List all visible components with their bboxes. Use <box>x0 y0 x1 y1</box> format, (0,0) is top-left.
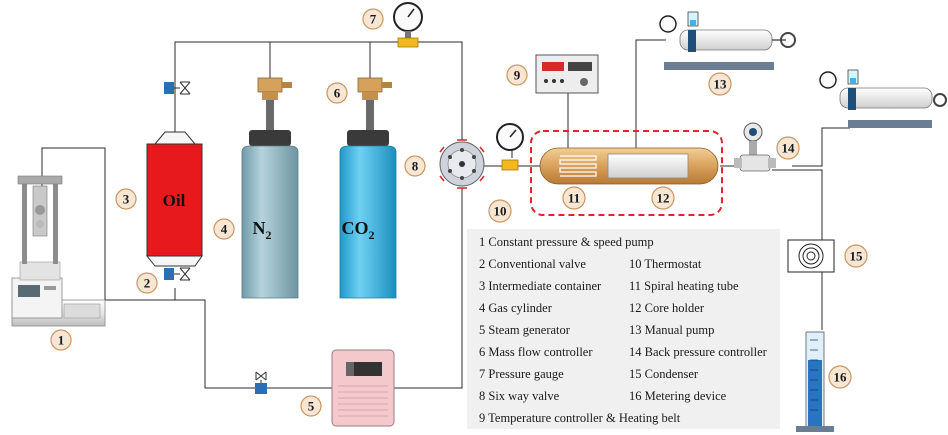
thermostat-boundary <box>530 130 723 216</box>
badge-2: 2 <box>136 272 158 294</box>
badge-9: 9 <box>506 64 528 86</box>
svg-text:2: 2 <box>144 276 151 291</box>
legend-item-6: 6 Mass flow controller <box>479 345 593 359</box>
back-pressure-controller <box>734 122 776 172</box>
svg-text:8: 8 <box>412 159 419 174</box>
co2-gas-cylinder: CO2 <box>339 130 397 299</box>
valve-bottom <box>255 371 267 394</box>
svg-text:5: 5 <box>308 399 315 414</box>
metering-device <box>796 331 834 432</box>
svg-text:1: 1 <box>58 333 65 348</box>
badge-4: 4 <box>213 218 235 240</box>
legend-item-9: 9 Temperature controller & Heating belt <box>479 411 681 425</box>
manual-pump-upper <box>659 11 796 70</box>
flow-controller-co2 <box>357 77 392 132</box>
badge-1: 1 <box>50 329 72 351</box>
badge-6: 6 <box>326 82 348 104</box>
manual-pump-lower <box>819 69 947 128</box>
legend-item-1: 1 Constant pressure & speed pump <box>479 235 654 249</box>
temperature-controller <box>535 54 599 94</box>
svg-text:7: 7 <box>370 12 377 27</box>
svg-text:9: 9 <box>514 68 521 83</box>
valve-upper <box>164 81 191 95</box>
legend-item-4: 4 Gas cylinder <box>479 301 552 315</box>
valve-lower <box>164 267 191 281</box>
svg-text:10: 10 <box>494 204 507 219</box>
svg-text:12: 12 <box>657 191 670 206</box>
badge-8: 8 <box>404 155 426 177</box>
svg-text:14: 14 <box>782 141 796 156</box>
legend-item-16: 16 Metering device <box>629 389 727 403</box>
svg-text:3: 3 <box>123 192 130 207</box>
flow-controller-n2 <box>257 77 292 132</box>
badge-16: 16 <box>828 365 852 389</box>
badge-15: 15 <box>844 244 868 268</box>
oil-intermediate-container: Oil <box>145 131 203 267</box>
six-way-valve <box>439 139 485 189</box>
legend-item-8: 8 Six way valve <box>479 389 560 403</box>
legend-item-12: 12 Core holder <box>629 301 704 315</box>
svg-text:11: 11 <box>568 191 580 206</box>
badge-10: 10 <box>488 199 512 223</box>
badge-11: 11 <box>562 186 586 210</box>
legend-item-10: 10 Thermostat <box>629 257 702 271</box>
pipelines <box>41 39 850 389</box>
badge-13: 13 <box>708 72 732 96</box>
legend-item-2: 2 Conventional valve <box>479 257 586 271</box>
badge-12: 12 <box>651 186 675 210</box>
core-holder <box>539 147 719 185</box>
oil-label: Oil <box>163 191 186 210</box>
pressure-gauge-top <box>393 2 423 48</box>
co2-label: CO2 <box>342 218 375 242</box>
steam-generator <box>331 349 395 427</box>
badge-14: 14 <box>776 136 800 160</box>
svg-text:16: 16 <box>834 370 848 385</box>
legend-item-7: 7 Pressure gauge <box>479 367 564 381</box>
badge-5: 5 <box>300 395 322 417</box>
legend-item-14: 14 Back pressure controller <box>629 345 767 359</box>
legend-item-5: 5 Steam generator <box>479 323 570 337</box>
svg-text:6: 6 <box>334 86 341 101</box>
badge-3: 3 <box>115 188 137 210</box>
pressure-gauge-inlet <box>496 123 524 171</box>
legend-item-13: 13 Manual pump <box>629 323 715 337</box>
legend: 1 Constant pressure & speed pump 2 Conve… <box>467 229 780 429</box>
condenser <box>787 239 835 273</box>
legend-item-11: 11 Spiral heating tube <box>629 279 739 293</box>
svg-text:4: 4 <box>221 222 228 237</box>
svg-text:13: 13 <box>714 77 728 92</box>
n2-gas-cylinder: N2 <box>241 130 299 299</box>
badge-7: 7 <box>362 8 384 30</box>
svg-text:15: 15 <box>850 249 864 264</box>
constant-pressure-pump <box>11 175 106 327</box>
n2-label: N2 <box>253 218 272 242</box>
legend-item-3: 3 Intermediate container <box>479 279 602 293</box>
legend-item-15: 15 Condenser <box>629 367 699 381</box>
